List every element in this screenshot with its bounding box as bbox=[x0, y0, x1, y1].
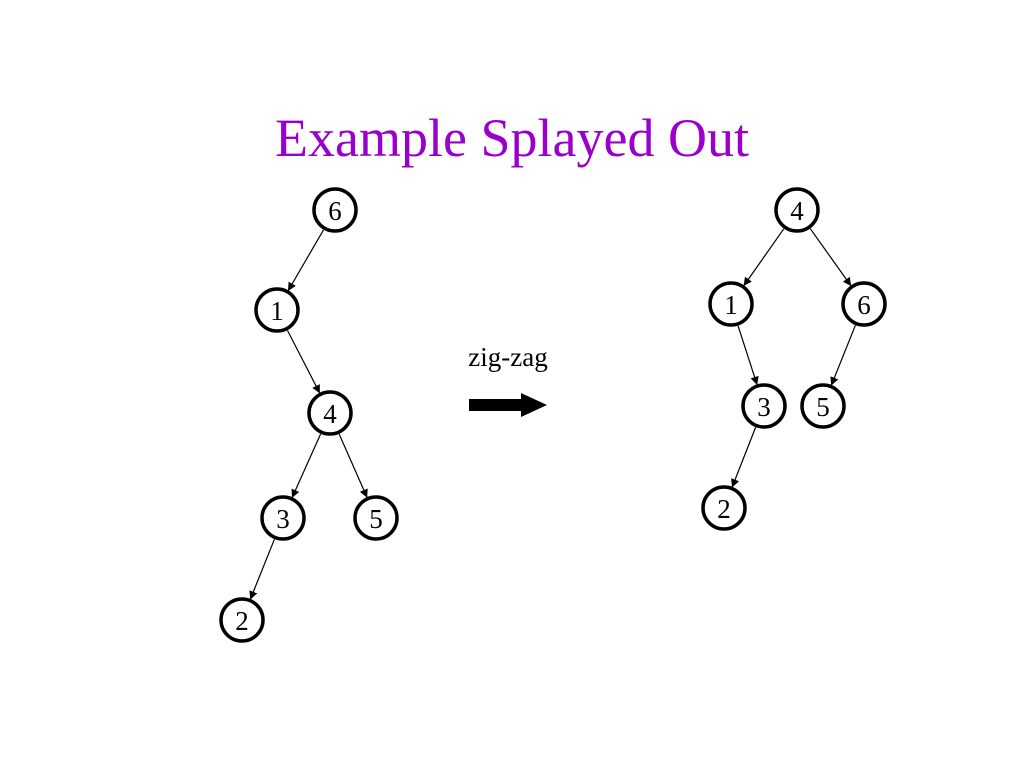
tree-node-after-3: 3 bbox=[741, 383, 787, 429]
right-arrow-icon bbox=[469, 393, 547, 417]
edge-before-6-to-1 bbox=[287, 229, 325, 292]
edge-after-4-to-6 bbox=[809, 228, 852, 287]
edge-before-4-to-5 bbox=[338, 433, 368, 499]
node-label: 3 bbox=[276, 504, 290, 534]
tree-node-after-4: 4 bbox=[774, 187, 820, 233]
node-circle bbox=[353, 495, 399, 541]
node-circle bbox=[219, 597, 265, 643]
node-circle bbox=[307, 390, 353, 436]
tree-node-before-1: 1 bbox=[254, 287, 300, 333]
tree-node-before-6: 6 bbox=[312, 187, 358, 233]
node-label: 1 bbox=[270, 296, 284, 326]
tree-node-after-5: 5 bbox=[800, 383, 846, 429]
node-label: 1 bbox=[724, 290, 738, 320]
edge-before-4-to-3 bbox=[291, 433, 322, 499]
tree-node-after-2: 2 bbox=[701, 485, 747, 531]
edge-after-6-to-5 bbox=[830, 325, 856, 386]
node-label: 2 bbox=[717, 494, 731, 524]
node-label: 3 bbox=[757, 392, 771, 422]
edge-before-3-to-2 bbox=[249, 539, 275, 600]
node-circle bbox=[312, 187, 358, 233]
node-label: 6 bbox=[328, 196, 342, 226]
tree-node-before-5: 5 bbox=[353, 495, 399, 541]
zig-zag-label: zig-zag bbox=[468, 342, 547, 372]
tree-edges bbox=[249, 228, 856, 600]
tree-node-before-3: 3 bbox=[260, 495, 306, 541]
tree-node-after-6: 6 bbox=[841, 281, 887, 327]
tree-node-before-2: 2 bbox=[219, 597, 265, 643]
edge-before-1-to-4 bbox=[286, 330, 321, 394]
node-label: 5 bbox=[816, 392, 830, 422]
edge-after-3-to-2 bbox=[731, 427, 757, 488]
node-label: 6 bbox=[857, 290, 871, 320]
tree-node-before-4: 4 bbox=[307, 390, 353, 436]
node-circle bbox=[260, 495, 306, 541]
node-circle bbox=[708, 281, 754, 327]
node-circle bbox=[701, 485, 747, 531]
node-circle bbox=[741, 383, 787, 429]
node-circle bbox=[841, 281, 887, 327]
node-label: 2 bbox=[235, 606, 249, 636]
node-label: 4 bbox=[323, 399, 337, 429]
edge-after-4-to-1 bbox=[743, 228, 785, 287]
slide-title: Example Splayed Out bbox=[275, 108, 749, 168]
tree-nodes: 6 1 4 3 5 2 4 1 6 3 5 2 bbox=[219, 187, 887, 643]
node-circle bbox=[800, 383, 846, 429]
node-label: 5 bbox=[369, 504, 383, 534]
node-circle bbox=[774, 187, 820, 233]
node-circle bbox=[254, 287, 300, 333]
tree-node-after-1: 1 bbox=[708, 281, 754, 327]
node-label: 4 bbox=[790, 196, 804, 226]
edge-after-1-to-3 bbox=[737, 325, 759, 386]
